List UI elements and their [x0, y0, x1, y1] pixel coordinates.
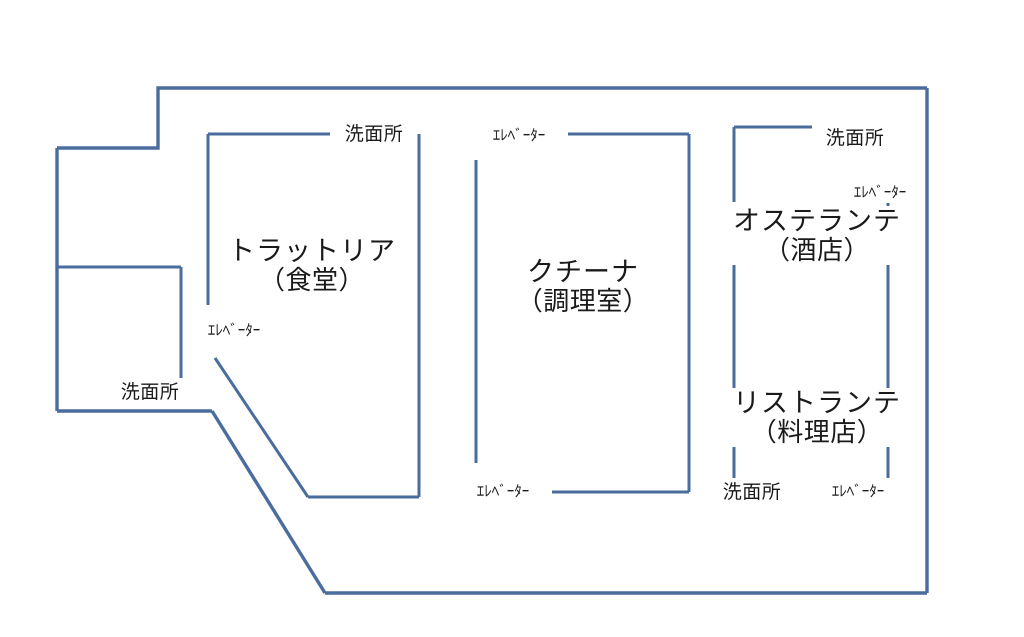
room-label-cucina: クチーナ （調理室）: [513, 257, 653, 317]
elevator-label-ristorante: ｴﾚﾍﾞｰﾀｰ: [828, 483, 888, 501]
elevator-label-trattoria: ｴﾚﾍﾞｰﾀｰ: [204, 322, 264, 340]
room-label-cucina-sub: （調理室）: [516, 286, 650, 317]
trattoria-wall-diagonal: [213, 357, 310, 498]
room-label-trattoria-name: トラットリア: [228, 236, 396, 266]
room-label-trattoria-sub: （食堂）: [258, 265, 365, 296]
room-label-cucina-name: クチーナ: [526, 257, 639, 287]
washroom-label-osteria: 洗面所: [822, 128, 888, 150]
elevator-label-osteria: ｴﾚﾍﾞｰﾀｰ: [850, 184, 910, 202]
room-label-ristorante-sub: （料理店）: [750, 417, 884, 448]
elevator-label-cucina-bottom: ｴﾚﾍﾞｰﾀｰ: [473, 483, 533, 501]
outer-wall-top-left-stub: [57, 86, 927, 150]
washroom-label-left-block: 洗面所: [117, 382, 183, 404]
room-label-osteria-name: オステランテ: [733, 206, 901, 236]
room-label-ristorante-name: リストランテ: [733, 388, 901, 418]
room-label-osteria-sub: （酒店）: [763, 235, 870, 266]
elevator-label-cucina-top: ｴﾚﾍﾞｰﾀｰ: [489, 127, 549, 145]
washroom-label-ristorante: 洗面所: [719, 482, 785, 504]
room-label-ristorante: リストランテ （料理店）: [730, 388, 904, 448]
washroom-label-trattoria: 洗面所: [341, 124, 407, 146]
outer-wall-diagonal: [210, 410, 327, 594]
room-label-osteria: オステランテ （酒店）: [730, 206, 904, 266]
room-label-trattoria: トラットリア （食堂）: [225, 236, 399, 296]
